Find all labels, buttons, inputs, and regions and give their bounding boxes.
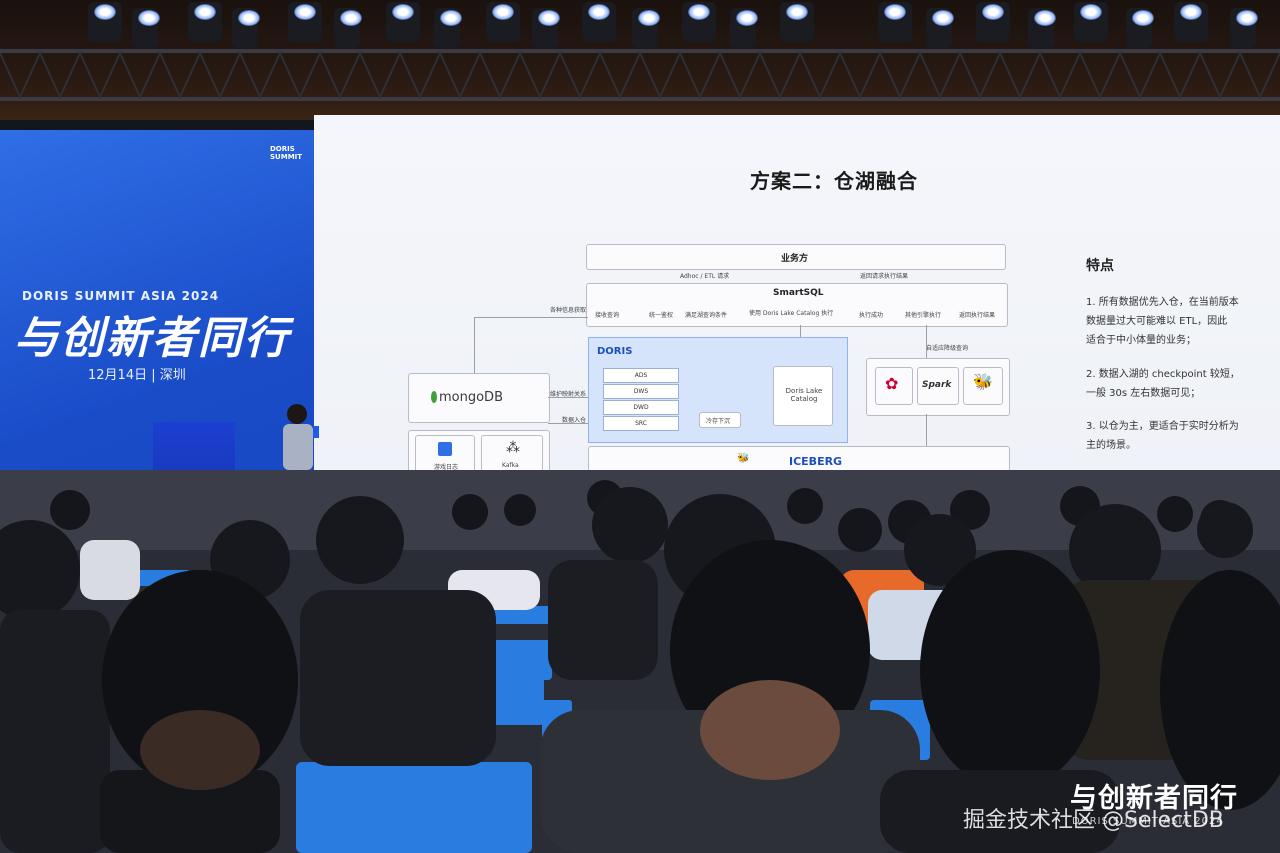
- hive-card: 🐝: [963, 367, 1003, 405]
- connector: [474, 317, 475, 373]
- stage-light: [434, 8, 462, 48]
- feature-line: 适合于中小体量的业务；: [1086, 335, 1196, 346]
- features-heading: 特点: [1086, 258, 1114, 274]
- stage-light: [334, 8, 362, 48]
- watermark-source: 掘金技术社区 @SelectDB: [963, 808, 1224, 833]
- stage-light: [730, 8, 758, 48]
- lighting-truss: [0, 49, 1280, 101]
- watermark-title: 与创新者同行: [1070, 783, 1238, 814]
- layer-src: SRC: [603, 416, 679, 431]
- stage-light: [1074, 2, 1108, 42]
- watermark-subtitle: DORIS SUMMIT ASIA 2024: [1072, 816, 1224, 827]
- stage-light: [632, 8, 660, 48]
- feature-line: 2. 数据入湖的 checkpoint 较短，: [1086, 369, 1240, 380]
- mongodb-box: mongoDB: [408, 373, 550, 423]
- flow-label: Adhoc / ETL 请求: [680, 273, 730, 280]
- stage-light: [682, 2, 716, 42]
- stage-light: [780, 2, 814, 42]
- kafka-label: Kafka: [502, 462, 519, 469]
- catalog-box: Doris Lake Catalog: [773, 366, 833, 426]
- connector: [926, 325, 927, 358]
- log-file-icon: [438, 442, 452, 456]
- business-box: 业务方: [586, 244, 1006, 270]
- doris-logo: DORIS: [597, 346, 633, 357]
- smartsql-box: SmartSQL 接收查询 统一鉴权 满足湖查询条件 使用 Doris Lake…: [586, 283, 1008, 327]
- flow-label: 数据入仓: [562, 417, 587, 424]
- stage-light: [232, 8, 260, 48]
- feature-line: 3. 以仓为主，更适合于实时分析为: [1086, 421, 1239, 432]
- flow-label: 返回请求执行结果: [860, 273, 909, 280]
- iceberg-logo: ICEBERG: [789, 455, 843, 468]
- catalog-label: Doris Lake Catalog: [785, 387, 823, 403]
- engine-card: ✿: [875, 367, 913, 405]
- kafka-icon: ⁂: [506, 440, 520, 456]
- engines-box: ✿ Spark 🐝: [866, 358, 1010, 416]
- feature-line: 主的场景。: [1086, 440, 1136, 451]
- hive-bee-icon: 🐝: [973, 372, 993, 391]
- feature-line: 1. 所有数据优先入仓，在当前版本: [1086, 297, 1239, 308]
- smartsql-label: SmartSQL: [773, 288, 824, 298]
- event-title: 与创新者同行: [14, 313, 290, 364]
- slide-title: 方案二：仓湖融合: [750, 169, 918, 193]
- stage-light: [132, 8, 160, 48]
- spark-label: Spark: [922, 380, 952, 390]
- stage-light: [386, 2, 420, 42]
- flow-label: 各种信息获取: [550, 307, 587, 314]
- stage-light: [926, 8, 954, 48]
- connector: [548, 397, 588, 398]
- stage-light: [1028, 8, 1056, 48]
- flow-label: 返回执行结果: [959, 312, 996, 319]
- game-log-card: 游戏日志: [415, 435, 475, 475]
- flow-label: 自适应降级查询: [926, 345, 969, 352]
- cold-storage-box: 冷存下沉: [699, 412, 741, 428]
- connector: [474, 317, 588, 318]
- stage-light: [486, 2, 520, 42]
- stage-light: [976, 2, 1010, 42]
- mongodb-logo: mongoDB: [439, 390, 503, 405]
- stage-light: [532, 8, 560, 48]
- feature-line: 一般 30s 左右数据可见；: [1086, 388, 1201, 399]
- kafka-card: ⁂ Kafka: [481, 435, 543, 475]
- connector: [926, 414, 927, 446]
- flow-label: 统一鉴权: [649, 312, 674, 319]
- doris-summit-logo: DORIS SUMMIT: [270, 145, 303, 161]
- layer-ads: ADS: [603, 368, 679, 383]
- stage-light: [88, 2, 122, 42]
- feature-line: 数据量过大可能难以 ETL，因此: [1086, 316, 1228, 327]
- game-log-label: 游戏日志: [434, 464, 459, 471]
- stage-light: [1230, 8, 1258, 48]
- stage-light: [288, 2, 322, 42]
- flow-label: 执行成功: [859, 312, 884, 319]
- doris-warehouse: DORIS ADS DWS DWD SRC 冷存下沉 Doris Lake Ca…: [588, 337, 848, 443]
- stage-light: [1126, 8, 1154, 48]
- spark-card: Spark: [917, 367, 959, 405]
- flow-label: 接收查询: [595, 312, 620, 319]
- layer-dws: DWS: [603, 384, 679, 399]
- flow-label: 满足湖查询条件: [685, 312, 728, 319]
- flow-label: 使用 Doris Lake Catalog 执行: [749, 310, 834, 317]
- mongodb-leaf-icon: [431, 391, 437, 403]
- presto-icon: ✿: [885, 374, 899, 393]
- stage-light: [188, 2, 222, 42]
- flow-label: 其他引擎执行: [905, 312, 942, 319]
- connector: [548, 423, 588, 424]
- connector: [800, 325, 801, 337]
- event-subtitle: DORIS SUMMIT ASIA 2024: [22, 289, 220, 303]
- business-label: 业务方: [781, 254, 809, 264]
- flow-label: 维护映射关系: [550, 391, 587, 398]
- event-date-location: 12月14日 | 深圳: [88, 368, 186, 383]
- audience: [0, 470, 1280, 853]
- stage-light: [878, 2, 912, 42]
- flow-label: 冷存下沉: [706, 418, 731, 425]
- hive-small-icon: 🐝: [737, 453, 750, 464]
- stage-light: [1174, 2, 1208, 42]
- layer-dwd: DWD: [603, 400, 679, 415]
- stage-light: [582, 2, 616, 42]
